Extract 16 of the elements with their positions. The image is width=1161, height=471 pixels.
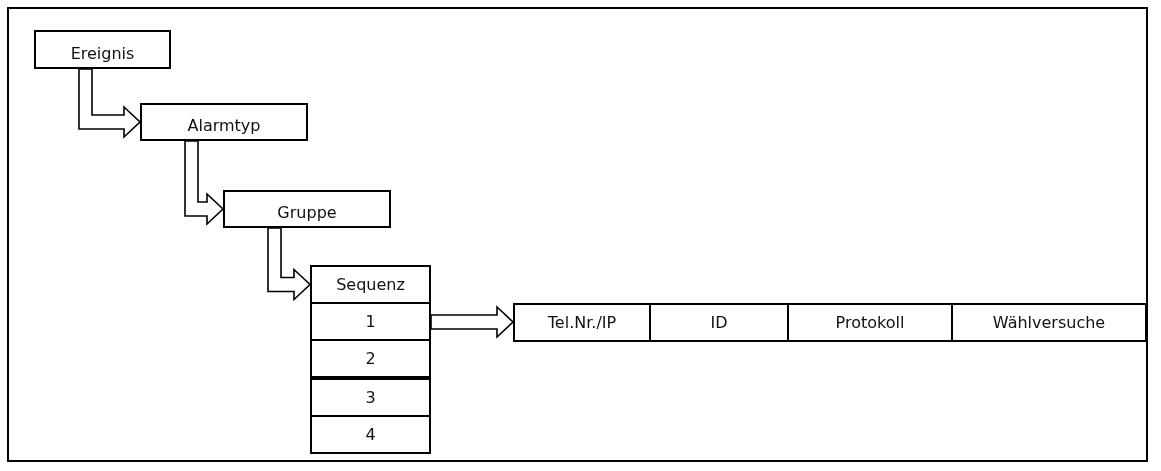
block-arrow: [78, 68, 142, 139]
table-cell: ID: [649, 303, 789, 342]
block-arrow: [184, 140, 225, 226]
block-arrow: [430, 305, 515, 339]
table-cell: Sequenz: [310, 265, 431, 304]
label-box: Alarmtyp: [140, 103, 308, 141]
table-cell: 3: [310, 378, 431, 417]
table-cell: Tel.Nr./IP: [513, 303, 651, 342]
block-arrow: [267, 227, 312, 302]
table-cell: 4: [310, 415, 431, 454]
table-cell: 1: [310, 302, 431, 341]
table-cell: 2: [310, 339, 431, 378]
label-box: Ereignis: [34, 30, 171, 69]
table-cell: Wählversuche: [951, 303, 1147, 342]
table-cell: Protokoll: [787, 303, 953, 342]
label-box: Gruppe: [223, 190, 391, 228]
